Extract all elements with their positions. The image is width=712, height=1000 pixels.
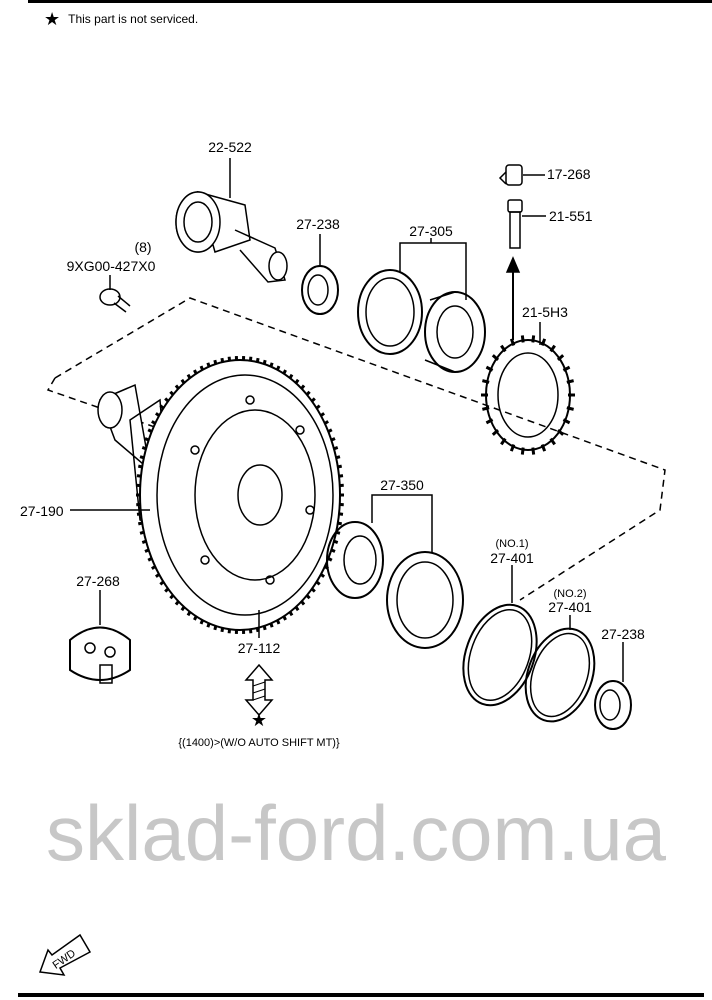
legend-note: ★ This part is not serviced. xyxy=(44,9,199,29)
label-27-350: 27-350 xyxy=(380,477,424,493)
part-27-112-ring-gear[interactable] xyxy=(136,356,344,634)
legend-text: This part is not serviced. xyxy=(68,12,199,26)
gear-tooth xyxy=(485,418,494,425)
interchangeable-arrow-icon xyxy=(244,663,274,717)
label-bolt-qty: (8) xyxy=(134,239,151,255)
gear-tooth xyxy=(520,335,525,343)
part-27-238-seal-top[interactable] xyxy=(301,265,339,315)
gear-tooth xyxy=(500,437,507,446)
gear-tooth xyxy=(549,344,556,353)
top-rule xyxy=(28,0,712,3)
gear-tooth xyxy=(549,437,556,446)
part-27-350-bearing[interactable] xyxy=(326,521,464,649)
gear-tooth xyxy=(520,447,525,455)
gear-tooth xyxy=(482,379,490,384)
gear-tooth xyxy=(491,354,500,361)
bottom-rule xyxy=(18,993,704,997)
gear-tooth xyxy=(500,344,507,353)
star-icon: ★ xyxy=(251,710,267,730)
label-27-112: 27-112 xyxy=(238,640,281,656)
part-27-238-seal-bottom[interactable] xyxy=(594,680,632,730)
footnote: {(1400)>(W/O AUTO SHIFT MT)} xyxy=(178,737,340,749)
label-21-551: 21-551 xyxy=(549,208,593,224)
label-21-5H3: 21-5H3 xyxy=(522,304,568,320)
label-27-401-no2: 27-401 xyxy=(548,599,592,615)
label-27-268: 27-268 xyxy=(76,573,120,589)
part-27-268-collar[interactable] xyxy=(69,626,131,684)
gear-tooth xyxy=(531,335,536,343)
label-27-238-top: 27-238 xyxy=(296,216,340,232)
part-27-401-shim-no1[interactable] xyxy=(450,595,549,716)
gear-tooth xyxy=(562,418,571,425)
gear-tooth xyxy=(540,444,547,452)
fwd-arrow-icon: FWD xyxy=(38,933,92,976)
label-27-190: 27-190 xyxy=(20,503,64,519)
part-21-5H3-ring[interactable] xyxy=(481,335,575,455)
watermark: sklad-ford.com.ua xyxy=(46,789,667,877)
gear-tooth xyxy=(556,354,565,361)
label-no2: (NO.2) xyxy=(554,588,587,600)
leader-27-305 xyxy=(399,238,467,300)
arrow-head-icon xyxy=(505,256,521,273)
gear-tooth xyxy=(482,406,490,411)
part-22-522[interactable] xyxy=(175,190,288,283)
label-17-268: 17-268 xyxy=(547,166,591,182)
star-icon: ★ xyxy=(44,9,61,29)
gear-tooth xyxy=(562,365,571,372)
gear-tooth xyxy=(531,447,536,455)
label-27-305: 27-305 xyxy=(409,223,453,239)
label-27-238-bottom: 27-238 xyxy=(601,626,645,642)
gear-tooth xyxy=(491,429,500,436)
part-21-551-sensor[interactable] xyxy=(507,199,546,249)
part-17-268-clip[interactable] xyxy=(498,164,523,186)
part-bolt-9XG00-427X0[interactable] xyxy=(99,288,131,313)
gear-tooth xyxy=(540,338,547,346)
gear-tooth xyxy=(509,444,516,452)
gear-tooth xyxy=(566,406,574,411)
gear-tooth xyxy=(556,429,565,436)
gear-tooth xyxy=(509,338,516,346)
gear-tooth xyxy=(485,365,494,372)
gear-tooth xyxy=(566,379,574,384)
label-22-522: 22-522 xyxy=(208,139,252,155)
part-27-305-bearing[interactable] xyxy=(357,269,486,373)
label-27-401-no1: 27-401 xyxy=(490,550,534,566)
label-no1: (NO.1) xyxy=(496,538,529,550)
leader-27-350 xyxy=(371,494,433,553)
label-bolt: 9XG00-427X0 xyxy=(67,258,156,274)
part-27-401-shim-no2[interactable] xyxy=(514,619,607,731)
